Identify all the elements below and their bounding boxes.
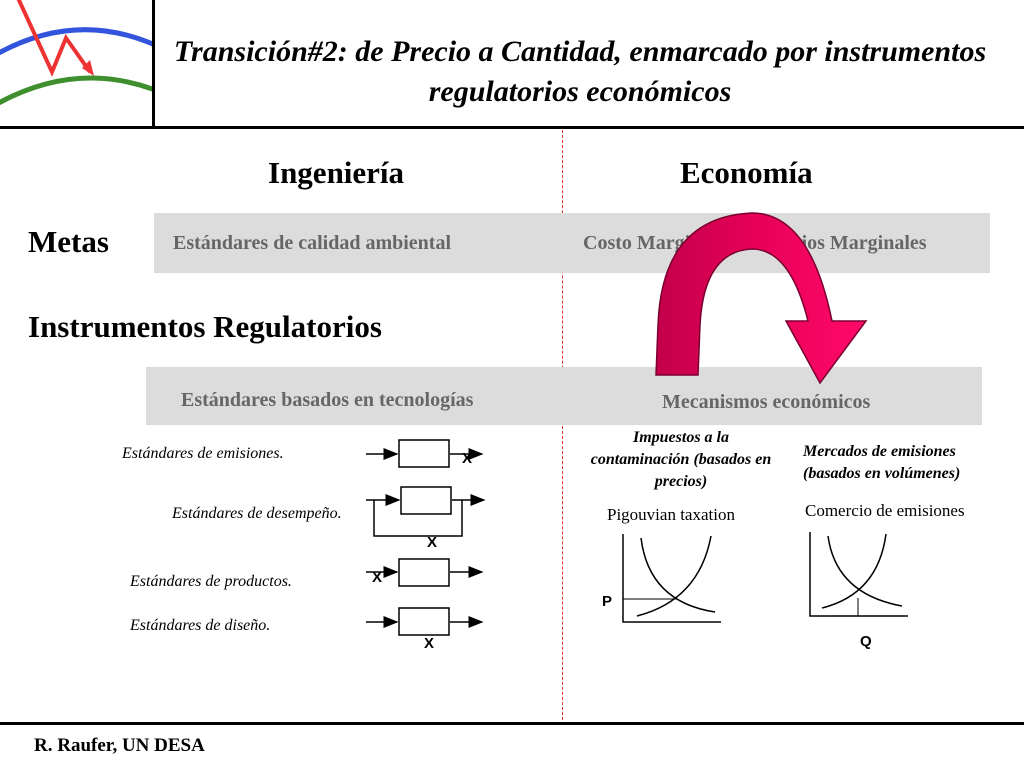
goals-band <box>154 213 990 273</box>
logo-divider <box>152 0 155 128</box>
page-title: Transición#2: de Precio a Cantidad, enma… <box>173 35 987 108</box>
quantity-supply-demand-graph <box>809 532 908 617</box>
row-label-instruments: Instrumentos Regulatorios <box>28 309 382 344</box>
column-divider <box>562 130 563 720</box>
markets-heading: Mercados de emisiones (basados en volúme… <box>803 443 961 482</box>
x-mark-design: X <box>424 635 435 652</box>
header-rule <box>0 126 1024 129</box>
instruments-economics-text: Mecanismos económicos <box>662 391 871 413</box>
process-boxes-diagram <box>366 439 486 636</box>
x-mark-performance: X <box>427 534 438 551</box>
taxes-subtitle: Pigouvian taxation <box>607 505 735 524</box>
footer-credit: R. Raufer, UN DESA <box>34 735 205 756</box>
logo-icon <box>0 0 152 106</box>
price-axis-mark: P <box>602 593 613 610</box>
price-supply-demand-graph <box>622 534 721 623</box>
standard-label-products: Estándares de productos. <box>130 573 292 590</box>
instruments-band <box>146 367 982 425</box>
standard-label-emissions: Estándares de emisiones. <box>122 445 284 462</box>
row-label-goals: Metas <box>28 224 109 259</box>
standard-label-performance: Estándares de desempeño. <box>172 505 342 522</box>
markets-heading-line: Mercados de emisiones (basados en volúme… <box>803 441 1003 485</box>
quantity-axis-mark: Q <box>860 633 872 650</box>
taxes-heading: Impuestos a la contaminación (basados en… <box>590 429 772 490</box>
goals-engineering-text: Estándares de calidad ambiental <box>173 232 451 254</box>
x-mark-products: X <box>372 569 383 586</box>
markets-subtitle: Comercio de emisiones <box>805 501 965 520</box>
curved-arrow-icon <box>655 212 868 385</box>
column-heading-economics: Economía <box>680 155 813 190</box>
footer-rule <box>0 722 1024 725</box>
x-mark-emissions: X <box>462 450 473 467</box>
instruments-engineering-text: Estándares basados en tecnologías <box>181 389 474 411</box>
column-heading-engineering: Ingeniería <box>268 155 405 190</box>
standard-label-design: Estándares de diseño. <box>130 617 271 634</box>
